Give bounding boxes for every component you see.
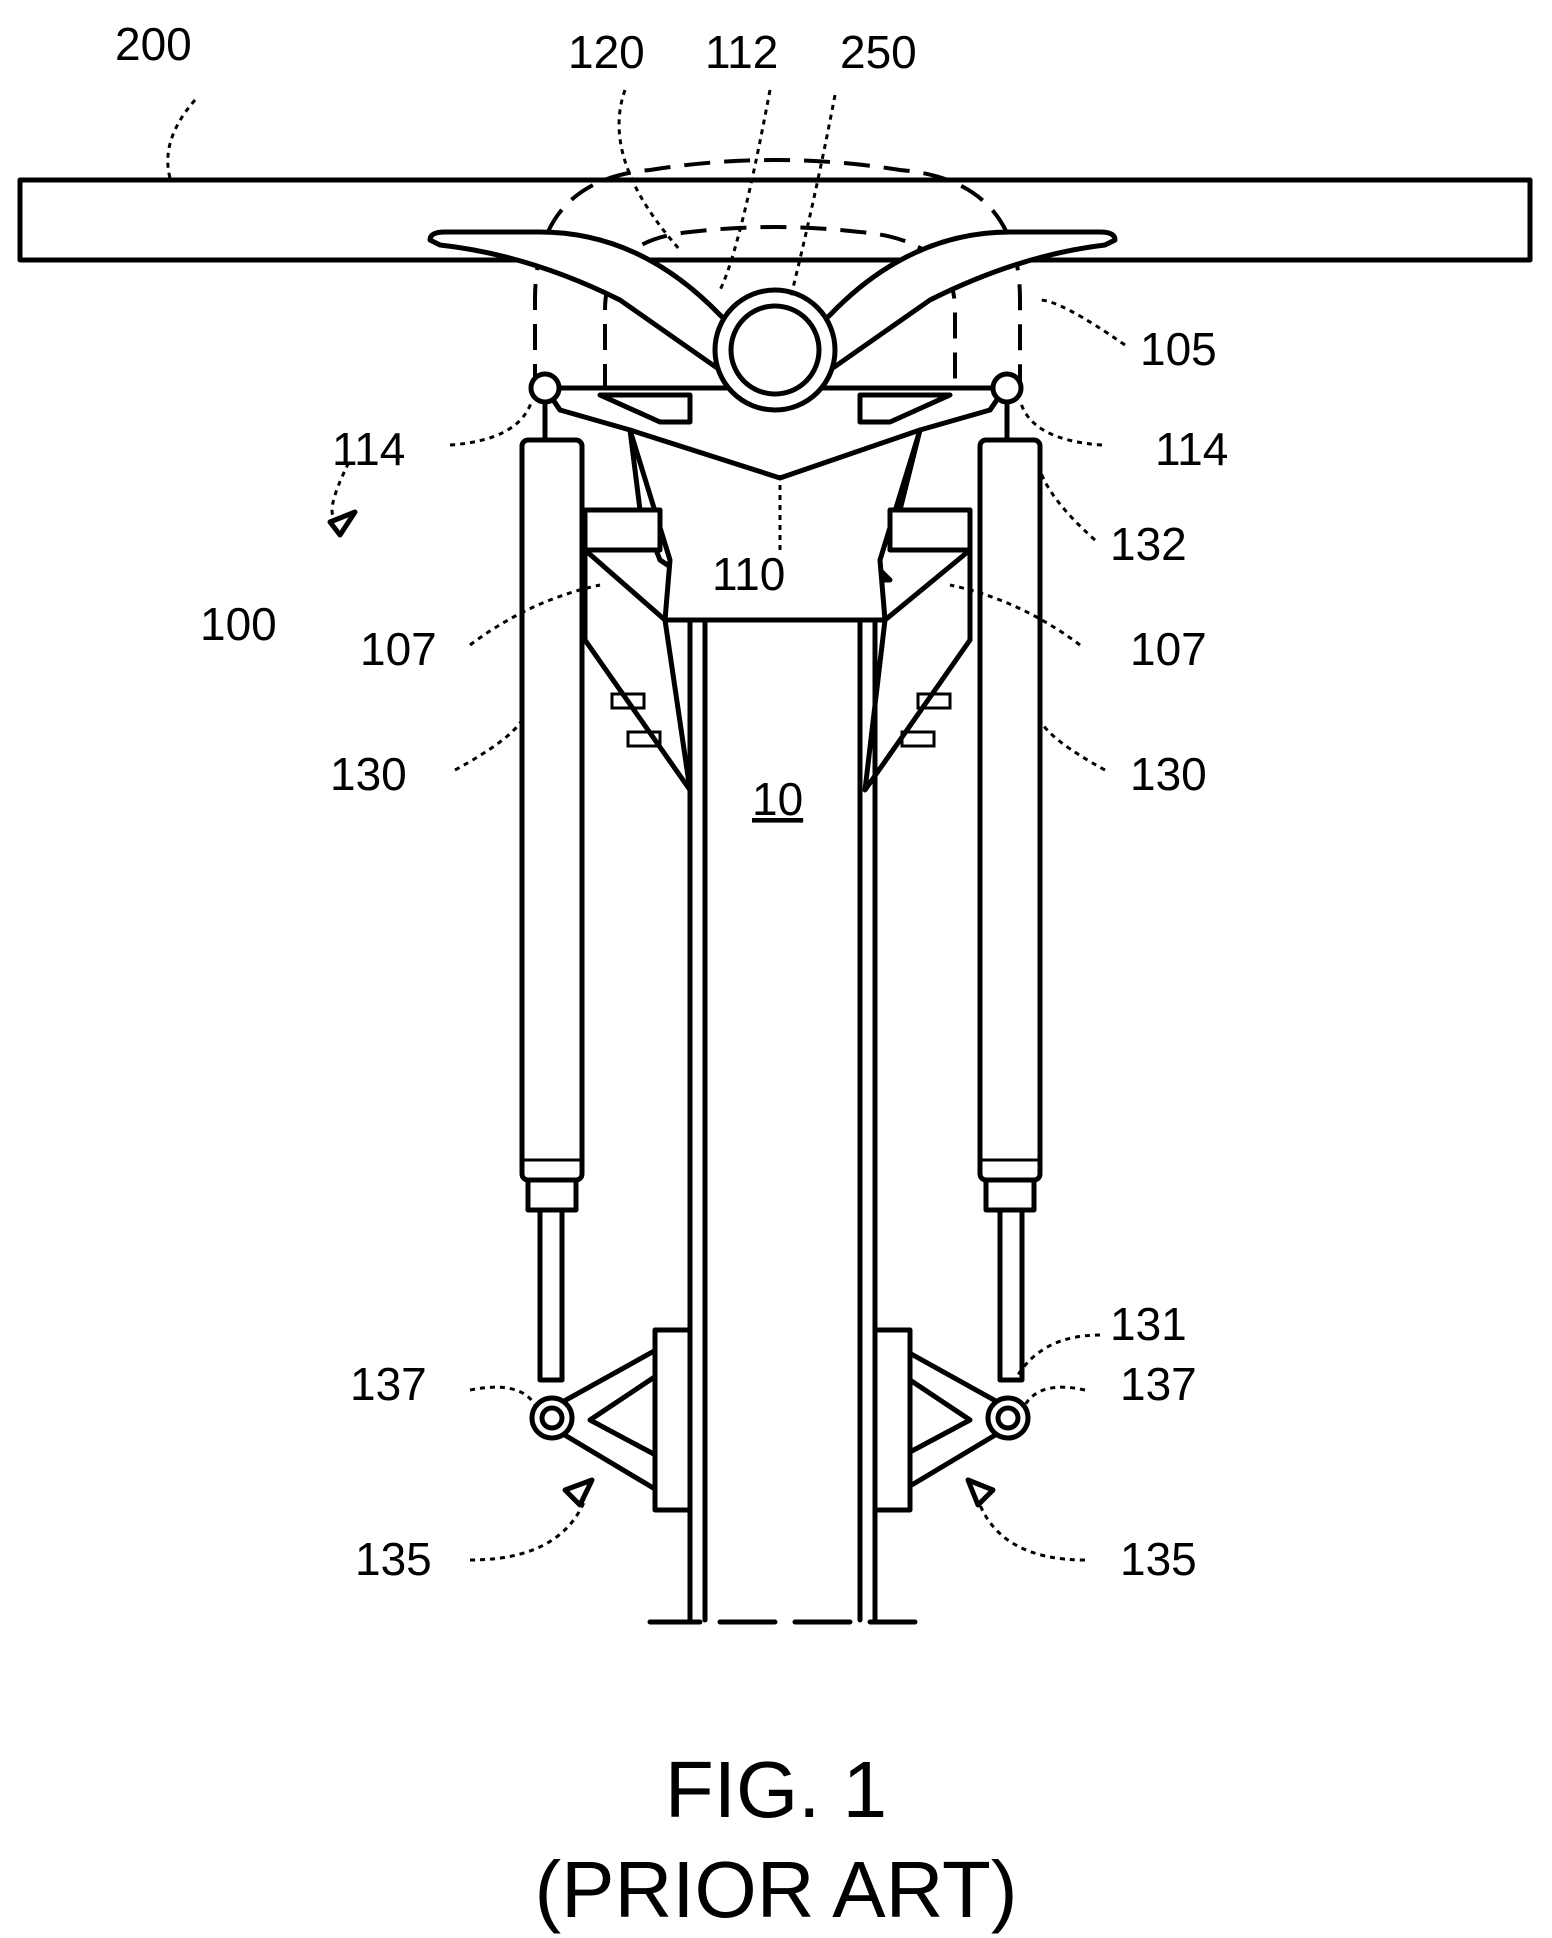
figure-subtitle: (PRIOR ART): [0, 1850, 1552, 1930]
label-250: 250: [840, 26, 917, 78]
label-114-right: 114: [1155, 423, 1228, 475]
label-135-right: 135: [1120, 1533, 1197, 1585]
cylinder-130-left: [522, 440, 582, 1180]
label-114-left: 114: [332, 423, 405, 475]
cross-bar-left: [585, 510, 660, 550]
label-107-left: 107: [360, 623, 437, 675]
arrow-135-right: [968, 1480, 993, 1505]
label-132: 132: [1110, 518, 1187, 570]
label-100: 100: [200, 598, 277, 650]
label-110: 110: [712, 548, 785, 600]
label-10: 10: [752, 773, 803, 825]
arrow-100: [330, 512, 355, 535]
label-135-left: 135: [355, 1533, 432, 1585]
cross-bar-right: [890, 510, 970, 550]
beam-200: [20, 180, 1530, 260]
label-131: 131: [1110, 1298, 1187, 1350]
rod-131-left: [540, 1210, 562, 1380]
label-107-right: 107: [1130, 623, 1207, 675]
pivot-pin-114-right: [993, 374, 1021, 402]
figure-title: FIG. 1: [0, 1750, 1552, 1830]
mast-10: [690, 620, 875, 1620]
cylinder-130-right: [980, 440, 1040, 1180]
patent-drawing: 200 120 112 250 105 114 114 132 100 110 …: [0, 0, 1552, 1720]
rod-131-right: [1000, 1210, 1022, 1380]
label-105: 105: [1140, 323, 1217, 375]
cylinder-cap-left: [528, 1180, 576, 1210]
arrow-135-left: [565, 1480, 592, 1505]
pivot-pin-114-left: [531, 374, 559, 402]
label-137-left: 137: [350, 1358, 427, 1410]
label-112: 112: [705, 26, 778, 78]
label-130-right: 130: [1130, 748, 1207, 800]
mount-plate-right: [875, 1330, 910, 1510]
axle-250: [731, 306, 819, 394]
label-120: 120: [568, 26, 645, 78]
cylinder-cap-right: [986, 1180, 1034, 1210]
mount-plate-left: [655, 1330, 690, 1510]
label-200: 200: [115, 18, 192, 70]
label-137-right: 137: [1120, 1358, 1197, 1410]
label-130-left: 130: [330, 748, 407, 800]
